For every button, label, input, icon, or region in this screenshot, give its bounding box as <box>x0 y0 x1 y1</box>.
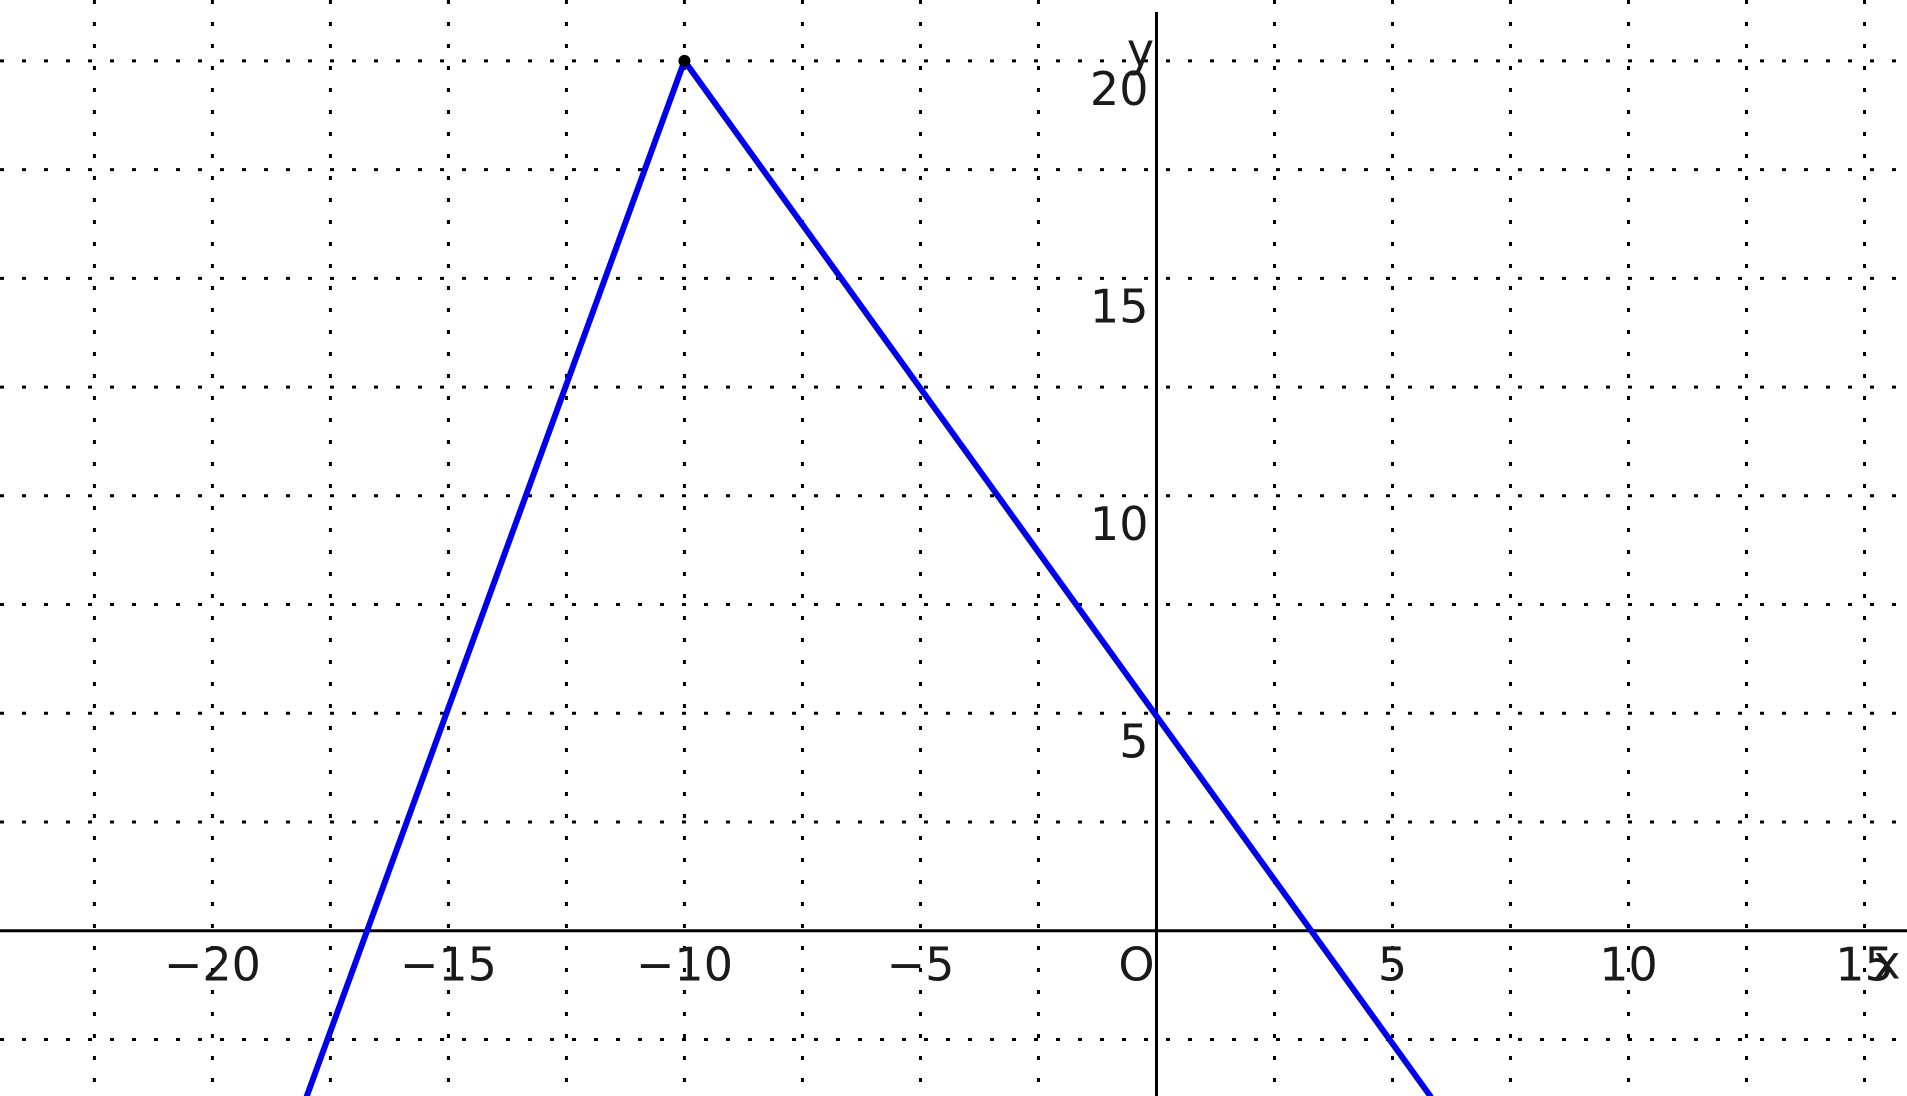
y-axis-title: y <box>1127 23 1154 77</box>
axes <box>0 12 1907 1096</box>
x-tick-label: 10 <box>1599 938 1658 992</box>
y-tick-label: 5 <box>1119 714 1148 768</box>
data-point <box>678 54 691 67</box>
y-tick-label: 15 <box>1090 279 1149 333</box>
y-tick-label: 20 <box>1090 62 1149 116</box>
x-tick-label: 15 <box>1835 938 1894 992</box>
y-tick-label: 10 <box>1090 497 1149 551</box>
x-tick-label: −15 <box>400 938 497 992</box>
x-axis-title: x <box>1873 936 1900 990</box>
x-tick-label: −5 <box>887 938 955 992</box>
x-tick-label: 5 <box>1378 938 1407 992</box>
series-layer <box>303 54 1434 1096</box>
x-tick-label: −10 <box>636 938 733 992</box>
origin-label: O <box>1118 938 1154 992</box>
x-tick-label: −20 <box>164 938 261 992</box>
